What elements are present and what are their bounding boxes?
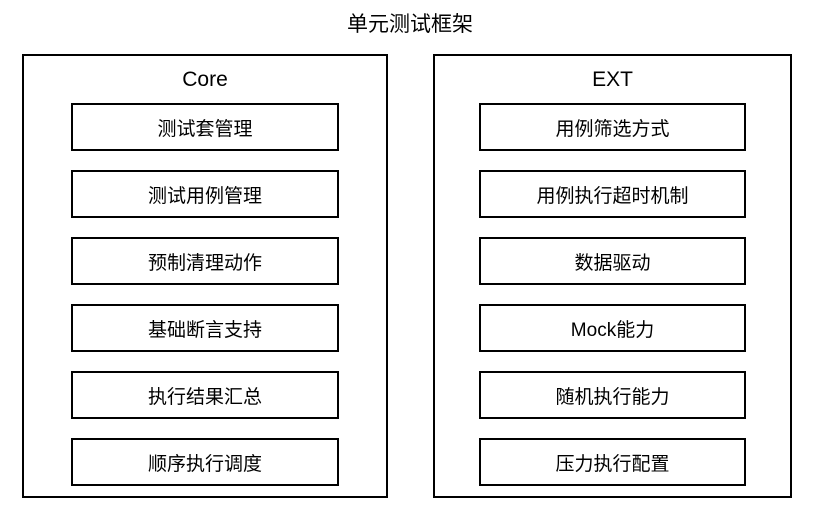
core-item-setup-teardown-actions: 预制清理动作	[71, 237, 339, 285]
ext-item-case-timeout-mechanism: 用例执行超时机制	[479, 170, 746, 218]
core-item-test-suite-management: 测试套管理	[71, 103, 339, 151]
panel-ext-label: EXT	[592, 67, 633, 91]
core-item-test-case-management: 测试用例管理	[71, 170, 339, 218]
ext-item-mock-capability: Mock能力	[479, 304, 746, 352]
panel-core-items: 测试套管理 测试用例管理 预制清理动作 基础断言支持 执行结果汇总 顺序执行调度	[24, 103, 386, 486]
diagram-title: 单元测试框架	[347, 13, 473, 36]
ext-item-case-filtering: 用例筛选方式	[479, 103, 746, 151]
ext-item-stress-execution-config: 压力执行配置	[479, 438, 746, 486]
core-item-execution-result-summary: 执行结果汇总	[71, 371, 339, 419]
panel-core: Core 测试套管理 测试用例管理 预制清理动作 基础断言支持 执行结果汇总 顺…	[22, 54, 388, 498]
core-item-sequential-scheduling: 顺序执行调度	[71, 438, 339, 486]
ext-item-random-execution: 随机执行能力	[479, 371, 746, 419]
panel-core-label: Core	[182, 67, 228, 91]
panel-ext-items: 用例筛选方式 用例执行超时机制 数据驱动 Mock能力 随机执行能力 压力执行配…	[435, 103, 790, 486]
panel-ext: EXT 用例筛选方式 用例执行超时机制 数据驱动 Mock能力 随机执行能力 压…	[433, 54, 792, 498]
ext-item-data-driven: 数据驱动	[479, 237, 746, 285]
core-item-basic-assertion-support: 基础断言支持	[71, 304, 339, 352]
